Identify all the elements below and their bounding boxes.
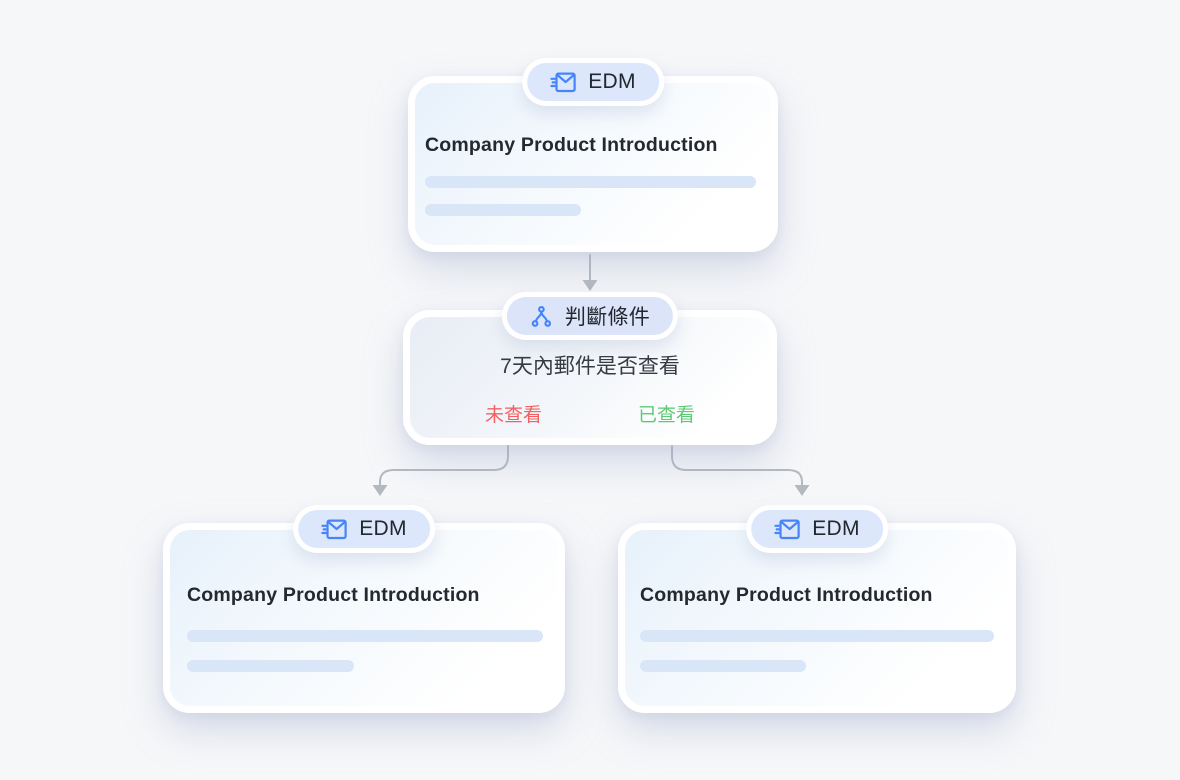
node-edm-bottom-right[interactable]: EDM Company Product Introduction [618, 505, 1016, 713]
placeholder-bar [187, 630, 543, 642]
edm-badge-pill: EDM [751, 510, 883, 548]
mail-send-icon [321, 519, 347, 539]
node-title: Company Product Introduction [640, 584, 933, 606]
arrowhead-down-icon [582, 280, 598, 291]
badge-label: 判斷條件 [564, 306, 651, 329]
placeholder-bar [187, 660, 355, 672]
badge-label: EDM [588, 70, 636, 93]
node-type-badge[interactable]: EDM [293, 505, 435, 553]
node-edm-top[interactable]: EDM Company Product Introduction [408, 58, 778, 252]
mail-send-icon [774, 519, 800, 539]
arrowhead-down-icon [372, 485, 388, 496]
branch-label-viewed[interactable]: 已查看 [638, 405, 696, 426]
badge-label: EDM [812, 517, 860, 540]
mail-send-icon [550, 72, 576, 92]
node-type-badge[interactable]: EDM [746, 505, 888, 553]
branch-label-not-viewed[interactable]: 未查看 [484, 405, 542, 426]
placeholder-bar [425, 204, 581, 216]
edm-badge-pill: EDM [298, 510, 430, 548]
edm-badge-pill: EDM [527, 63, 659, 101]
badge-label: EDM [359, 517, 407, 540]
condition-badge-pill: 判斷條件 [506, 297, 674, 335]
node-condition[interactable]: 判斷條件 7天內郵件是否查看 未查看 已查看 [403, 292, 777, 445]
node-edm-bottom-left[interactable]: EDM Company Product Introduction [163, 505, 565, 713]
placeholder-bar [425, 176, 756, 188]
placeholder-bar [640, 660, 807, 672]
condition-question: 7天內郵件是否查看 [500, 355, 680, 378]
branch-split-icon [531, 305, 552, 327]
connector-condition-to-left [379, 445, 509, 487]
node-title: Company Product Introduction [187, 584, 480, 606]
node-title: Company Product Introduction [425, 134, 718, 156]
node-type-badge[interactable]: 判斷條件 [501, 292, 679, 340]
placeholder-bar [640, 630, 994, 642]
branch-labels-row: 未查看 已查看 [410, 404, 770, 428]
arrowhead-down-icon [794, 485, 810, 496]
node-type-badge[interactable]: EDM [522, 58, 664, 106]
connector-condition-to-right [671, 445, 803, 487]
